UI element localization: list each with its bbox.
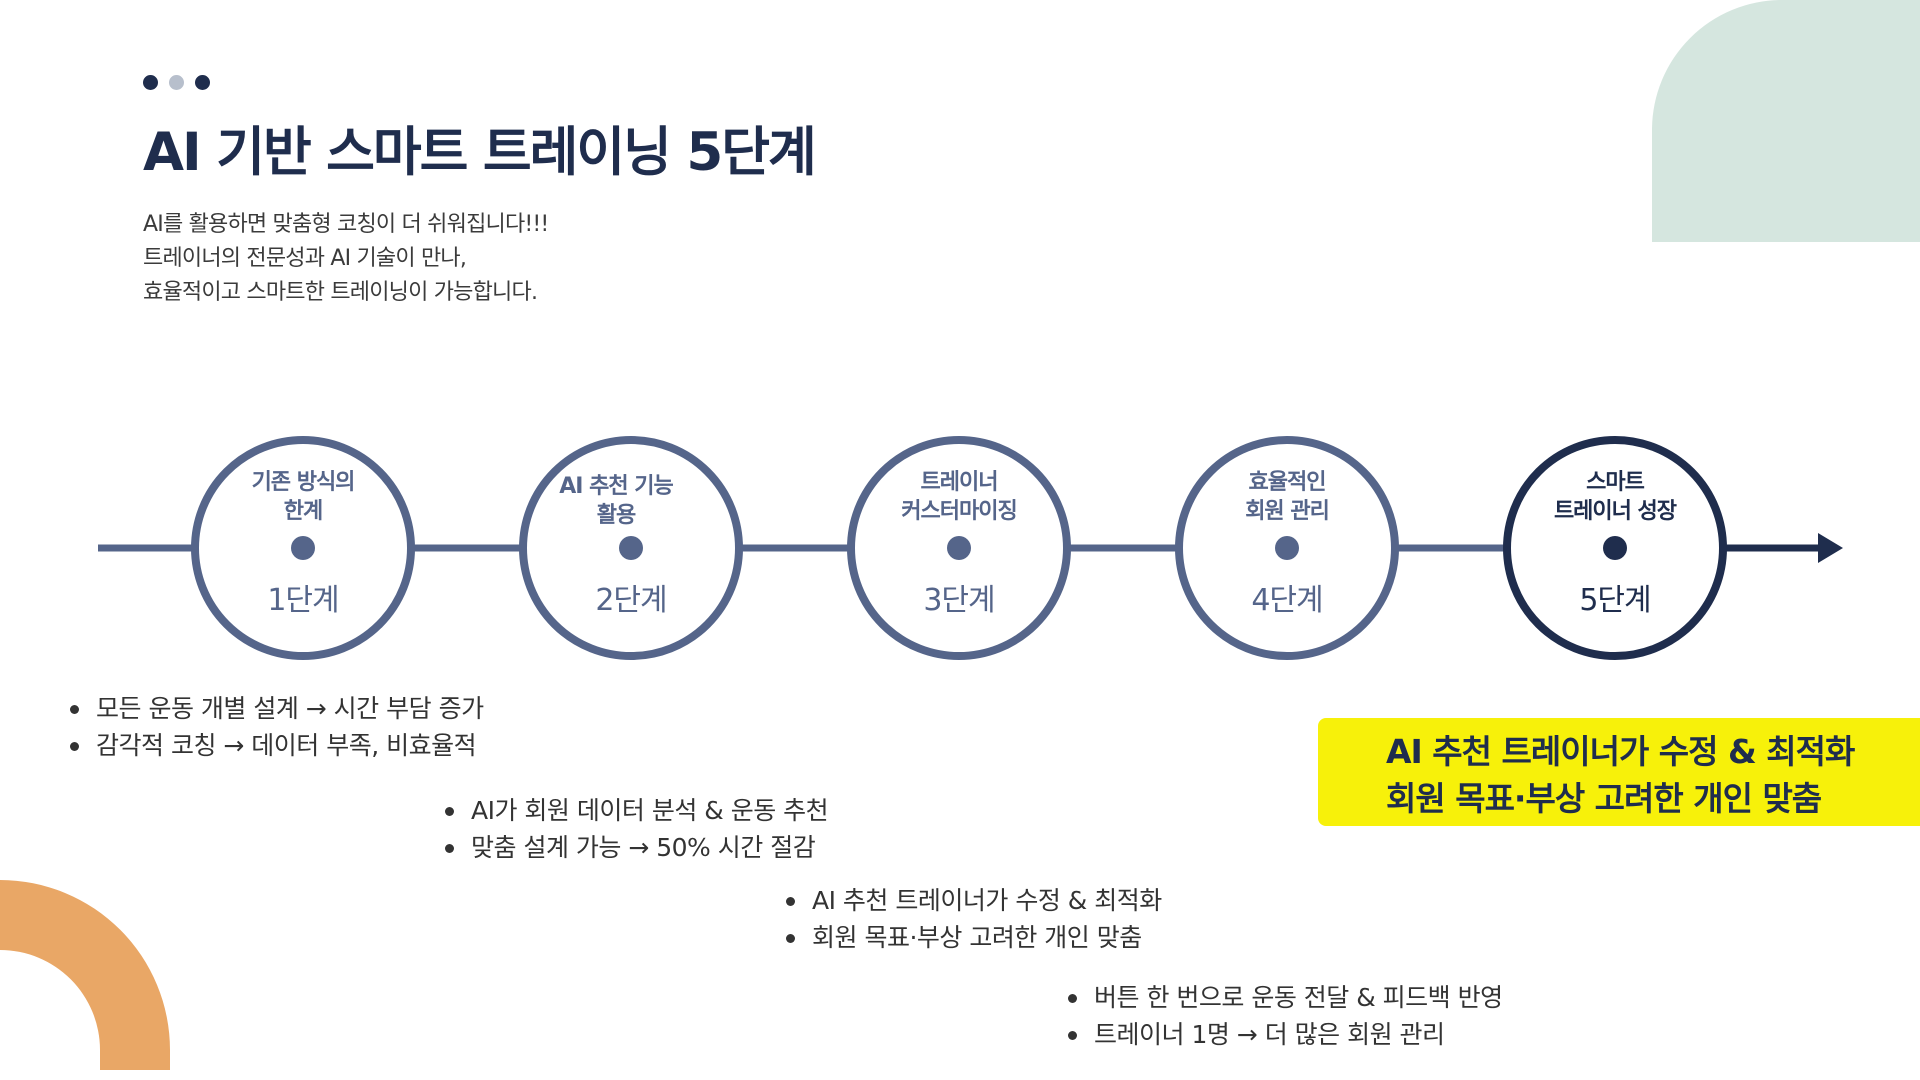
stage-circle-5 <box>1503 436 1727 660</box>
stage-label-line: 기존 방식의 <box>251 470 356 495</box>
highlight-line: AI 추천 트레이너가 수정 & 최적화 <box>1386 732 1855 771</box>
list-item: 감각적 코칭 → 데이터 부족, 비효율적 <box>68 727 484 764</box>
highlight-line: 회원 목표·부상 고려한 개인 맞춤 <box>1386 779 1822 818</box>
stage-label-5: 스마트 트레이너 성장 <box>1515 468 1715 526</box>
dot-light <box>169 75 184 90</box>
page-title: AI 기반 스마트 트레이닝 5단계 <box>143 122 817 183</box>
dot-dark <box>195 75 210 90</box>
bullet-list-stage-4: 버튼 한 번으로 운동 전달 & 피드백 반영 트레이너 1명 → 더 많은 회… <box>1066 979 1503 1053</box>
subtitle-line: AI를 활용하면 맞춤형 코칭이 더 쉬워집니다!!! <box>143 212 549 237</box>
stage-label-line: 스마트 <box>1586 470 1645 495</box>
list-item: AI가 회원 데이터 분석 & 운동 추천 <box>443 792 829 829</box>
stage-circle-2 <box>519 436 743 660</box>
subtitle-line: 트레이너의 전문성과 AI 기술이 만나, <box>143 246 467 271</box>
stage-circle-4 <box>1175 436 1399 660</box>
stage-label-3: 트레이너 커스터마이징 <box>859 468 1059 526</box>
list-item: 맞춤 설계 가능 → 50% 시간 절감 <box>443 829 828 866</box>
stage-label-line: 커스터마이징 <box>901 499 1017 524</box>
timeline-arrow-head <box>1818 533 1843 563</box>
list-item: AI 추천 트레이너가 수정 & 최적화 <box>784 882 1162 919</box>
stage-label-line: AI 추천 기능 <box>559 474 674 499</box>
stage-label-line: 효율적인 <box>1248 470 1327 495</box>
highlight-box: AI 추천 트레이너가 수정 & 최적화 회원 목표·부상 고려한 개인 맞춤 <box>1318 718 1920 826</box>
decorative-mint-shape <box>1652 0 1920 242</box>
decorative-orange-arc <box>0 880 170 1070</box>
stage-circle-3 <box>847 436 1071 660</box>
stage-label-1: 기존 방식의 한계 <box>203 468 403 526</box>
bullet-list-stage-2: AI가 회원 데이터 분석 & 운동 추천 맞춤 설계 가능 → 50% 시간 … <box>443 792 829 866</box>
dot-dark <box>143 75 158 90</box>
subtitle: AI를 활용하면 맞춤형 코칭이 더 쉬워집니다!!! 트레이너의 전문성과 A… <box>143 208 549 310</box>
list-item: 트레이너 1명 → 더 많은 회원 관리 <box>1066 1016 1503 1053</box>
list-item: 버튼 한 번으로 운동 전달 & 피드백 반영 <box>1066 979 1503 1016</box>
stage-label-line: 트레이너 성장 <box>1553 499 1677 524</box>
stage-label-line: 활용 <box>596 503 636 528</box>
stage-step-3: 3단계 <box>923 583 995 618</box>
list-item: 회원 목표·부상 고려한 개인 맞춤 <box>784 919 1162 956</box>
bullet-list-stage-1: 모든 운동 개별 설계 → 시간 부담 증가 감각적 코칭 → 데이터 부족, … <box>68 690 484 764</box>
stage-label-4: 효율적인 회원 관리 <box>1187 468 1387 526</box>
subtitle-line: 효율적이고 스마트한 트레이닝이 가능합니다. <box>143 280 538 305</box>
list-item: 모든 운동 개별 설계 → 시간 부담 증가 <box>68 690 484 727</box>
bullet-list-stage-3: AI 추천 트레이너가 수정 & 최적화 회원 목표·부상 고려한 개인 맞춤 <box>784 882 1162 956</box>
stage-label-line: 회원 관리 <box>1245 499 1330 524</box>
pagination-dots <box>143 75 210 90</box>
stage-label-line: 한계 <box>283 499 323 524</box>
stage-label-line: 트레이너 <box>920 470 999 495</box>
stage-step-1: 1단계 <box>267 583 339 618</box>
stage-step-2: 2단계 <box>595 583 667 618</box>
stage-step-4: 4단계 <box>1251 583 1323 618</box>
stage-circle-1 <box>191 436 415 660</box>
stage-step-5: 5단계 <box>1579 583 1651 618</box>
stage-label-2: AI 추천 기능 활용 <box>516 472 716 530</box>
